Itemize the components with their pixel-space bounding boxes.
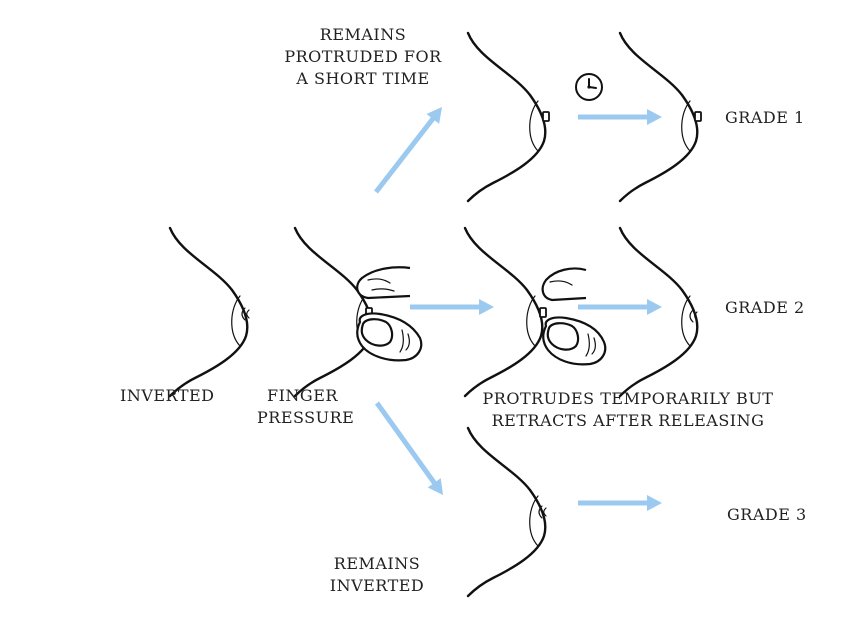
breast-protruded-figure — [466, 31, 550, 203]
remains-inverted-line-2: INVERTED — [330, 576, 425, 595]
arrow-temporary-to-grade2 — [578, 299, 662, 315]
breast-grade2-figure — [618, 226, 699, 398]
arrow-shaft — [374, 401, 437, 486]
grade2-label: GRADE 2 — [725, 298, 805, 317]
arrow-icon — [427, 478, 443, 495]
finger-pressure-line-1: FINGER — [267, 386, 338, 405]
remains-protruded-line-3: A SHORT TIME — [295, 69, 429, 88]
released-finger-icon — [541, 267, 587, 302]
inverted-label: INVERTED — [120, 386, 215, 405]
finger-icon — [356, 266, 411, 300]
breast-finger-pressure-figure — [293, 226, 374, 398]
protrudes-temporarily-line-1: PROTRUDES TEMPORARILY BUT — [483, 389, 774, 408]
breast-temporary-protrusion-figure — [463, 226, 547, 398]
grade3-label: GRADE 3 — [727, 505, 807, 524]
breast-remains-inverted-figure — [466, 426, 547, 598]
arrow-shaft — [374, 116, 436, 194]
protrudes-temporarily-line-2: RETRACTS AFTER RELEASING — [492, 411, 765, 430]
arrow-up-to-protruded — [374, 107, 442, 194]
arrow-protruded-to-grade1 — [578, 109, 662, 125]
thumb-icon — [356, 312, 423, 362]
released-thumb-icon — [542, 316, 607, 366]
breast-grade1-figure — [618, 31, 702, 203]
arrow-icon — [426, 107, 442, 124]
clock-icon — [575, 73, 603, 101]
finger-pressure-line-2: PRESSURE — [257, 408, 354, 427]
grade1-label: GRADE 1 — [725, 108, 805, 127]
arrow-icon — [647, 299, 662, 315]
breast-inverted-figure — [168, 226, 250, 398]
remains-inverted-line-1: REMAINS — [334, 554, 420, 573]
remains-protruded-line-1: REMAINS — [320, 25, 406, 44]
arrow-icon — [647, 109, 662, 125]
arrow-pressure-to-temporary — [410, 299, 494, 315]
arrow-down-to-remains-inverted — [374, 401, 443, 495]
remains-protruded-line-2: PROTRUDED FOR — [284, 47, 442, 66]
arrow-icon — [479, 299, 494, 315]
arrow-inverted-to-grade3 — [578, 495, 662, 511]
arrow-group — [374, 107, 662, 511]
arrow-icon — [647, 495, 662, 511]
remains-protruded-label: REMAINS PROTRUDED FOR A SHORT TIME — [284, 25, 442, 88]
